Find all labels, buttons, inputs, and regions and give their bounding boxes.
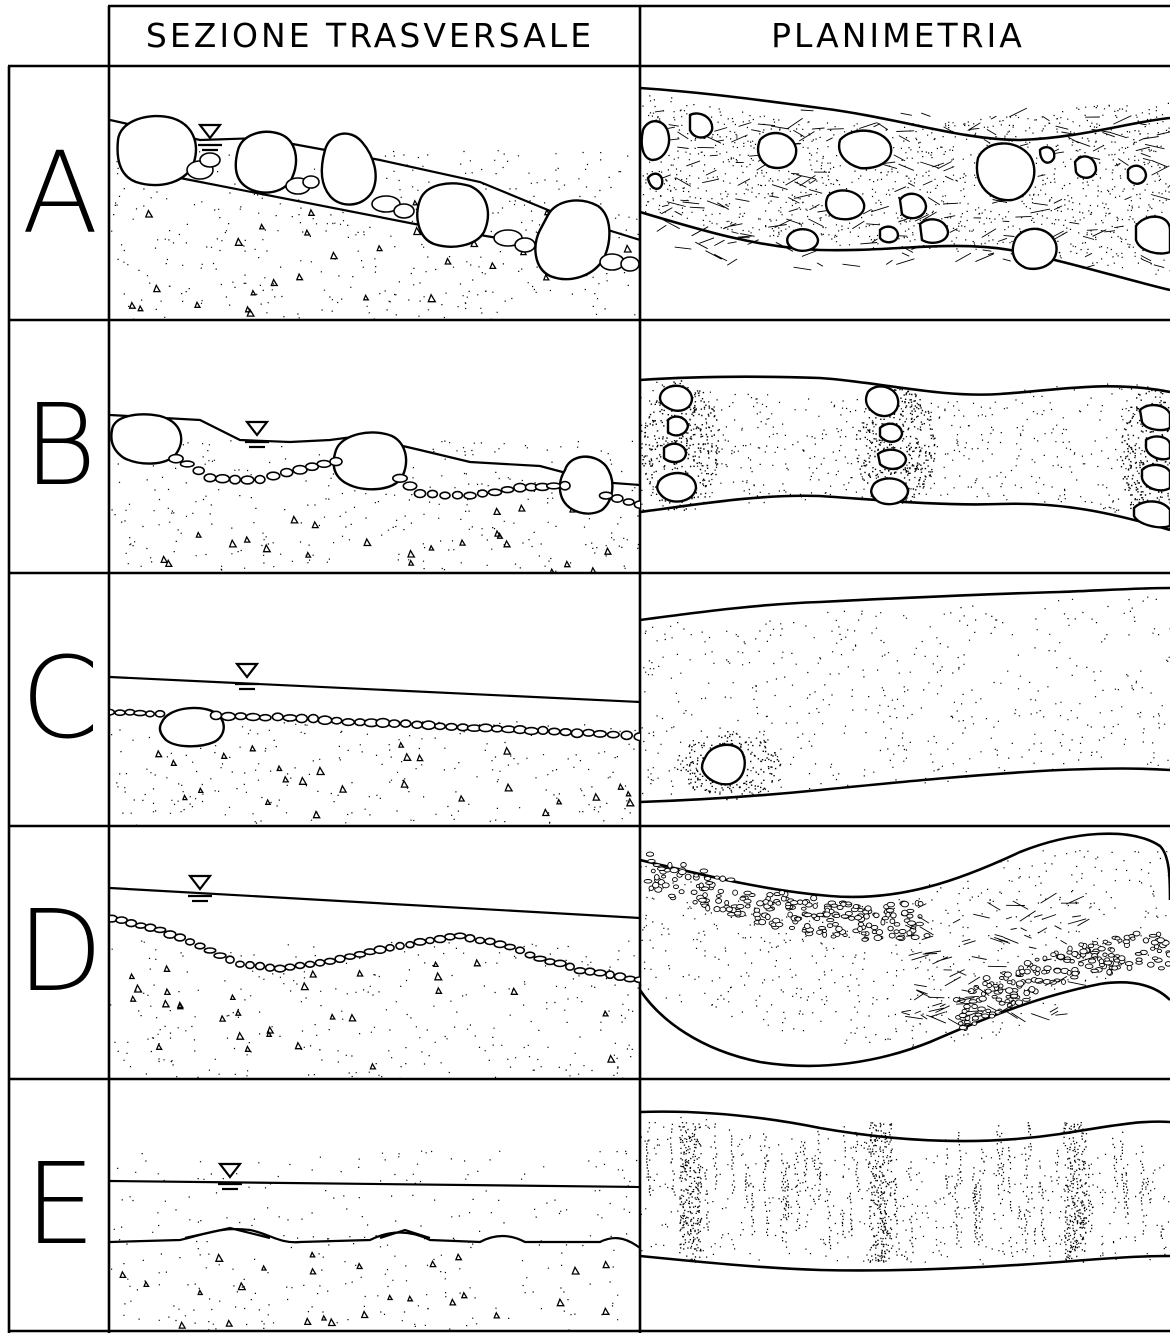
section-d xyxy=(107,876,646,1080)
water-level-mark xyxy=(198,125,222,150)
row-label-c: C xyxy=(21,634,99,764)
water-level-mark xyxy=(188,876,212,901)
row-label-b: B xyxy=(23,381,96,511)
plan-b xyxy=(640,377,1170,530)
section-b xyxy=(110,414,646,575)
plan-a xyxy=(640,88,1170,290)
plan-e xyxy=(640,1112,1170,1271)
plan-d xyxy=(640,834,1170,1066)
row-label-e: E xyxy=(25,1140,96,1270)
section-a xyxy=(110,116,640,321)
row-label-a: A xyxy=(22,129,99,259)
water-level-mark xyxy=(235,664,259,689)
section-header: SEZIONE TRASVERSALE xyxy=(146,16,594,55)
water-level-mark xyxy=(218,1164,242,1189)
water-level-mark xyxy=(245,422,269,447)
plan-c xyxy=(640,588,1170,802)
plan-header: PLANIMETRIA xyxy=(771,16,1025,55)
section-c xyxy=(106,664,646,827)
row-label-d: D xyxy=(17,887,103,1017)
section-e xyxy=(110,1151,641,1331)
